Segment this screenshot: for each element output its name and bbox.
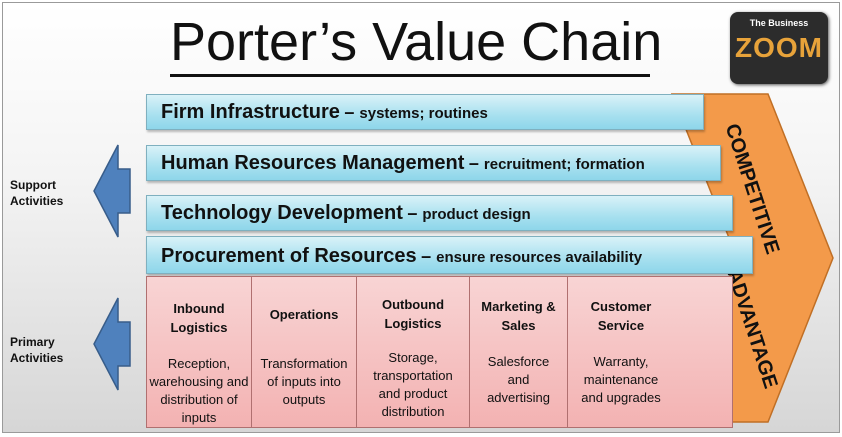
primary-col-operations: Operations Transformation of inputs into… [252, 277, 357, 427]
support-bar-technology-development: Technology Development – product design [146, 195, 733, 231]
primary-activities-area: Inbound Logistics Reception, warehousing… [146, 276, 733, 428]
primary-activity-detail: Reception, warehousing and distribution … [149, 356, 249, 425]
support-activity-name: Procurement of Resources [161, 245, 417, 267]
primary-col-inbound-logistics: Inbound Logistics Reception, warehousing… [147, 277, 252, 427]
primary-activity-detail: Salesforce and advertising [487, 354, 550, 405]
primary-col-marketing-sales: Marketing & Sales Salesforce and adverti… [470, 277, 568, 427]
primary-activities-label: Primary Activities [10, 335, 64, 365]
support-bar-firm-infrastructure: Firm Infrastructure – systems; routines [146, 94, 704, 130]
support-bar-human-resources: Human Resources Management – recruitment… [146, 145, 721, 181]
support-arrow-icon [93, 144, 131, 238]
support-activity-detail: systems; routines [359, 105, 488, 122]
support-activity-detail: product design [422, 206, 531, 223]
primary-activity-name: Outbound Logistics [381, 297, 445, 331]
support-activity-name: Technology Development [161, 202, 403, 224]
logo-small-text: The Business [749, 18, 809, 28]
primary-activity-name: Operations [269, 307, 339, 322]
support-activity-name: Human Resources Management [161, 152, 465, 174]
primary-col-customer-service: Customer Service Warranty, maintenance a… [568, 277, 674, 427]
support-activity-detail: ensure resources availability [436, 249, 643, 266]
support-bar-procurement: Procurement of Resources – ensure resour… [146, 236, 753, 274]
support-activity-detail: recruitment; formation [483, 156, 645, 173]
support-activities-label: Support Activities [10, 178, 64, 208]
primary-arrow-icon [93, 297, 131, 391]
primary-activity-name: Customer Service [590, 299, 652, 333]
primary-activity-name: Marketing & Sales [481, 299, 556, 333]
primary-activity-detail: Storage, transportation and product dist… [373, 350, 453, 419]
primary-col-outbound-logistics: Outbound Logistics Storage, transportati… [357, 277, 470, 427]
logo-big-text: ZOOM [735, 32, 823, 63]
page-title: Porter’s Value Chain [170, 10, 662, 77]
brand-logo: The Business ZOOM [730, 12, 828, 84]
primary-activity-detail: Warranty, maintenance and upgrades [581, 354, 661, 405]
support-activity-name: Firm Infrastructure [161, 101, 340, 123]
primary-activity-name: Inbound Logistics [170, 301, 228, 335]
primary-activity-detail: Transformation of inputs into outputs [260, 356, 348, 407]
